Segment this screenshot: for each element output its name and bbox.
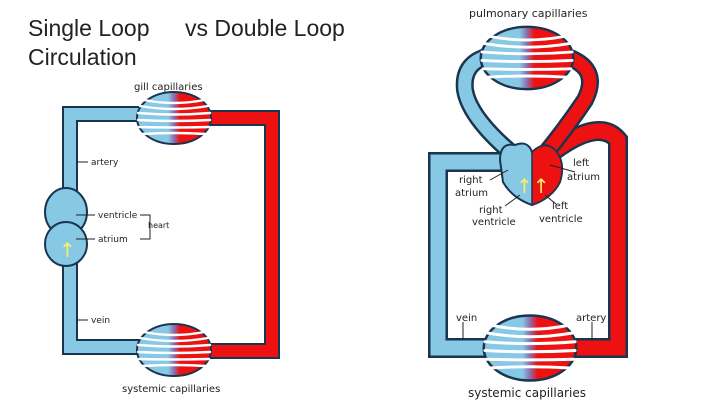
- label-double-systemic-capillaries: systemic capillaries: [468, 386, 586, 400]
- single-loop-diagram: ↑ gill capillaries artery ventricle hear…: [44, 82, 280, 395]
- label-single-artery: artery: [91, 158, 119, 168]
- label-right-ventricle-2: ventricle: [472, 217, 516, 228]
- single-flow-arrow: ↑: [59, 238, 76, 262]
- double-systemic-capillary-bed: [482, 314, 578, 382]
- label-double-vein: vein: [456, 313, 477, 324]
- label-right-ventricle-1: right: [479, 205, 503, 216]
- label-right-atrium-1: right: [459, 175, 483, 186]
- label-single-vein: vein: [91, 316, 110, 326]
- label-single-systemic-capillaries: systemic capillaries: [122, 384, 220, 395]
- label-heart: heart: [148, 221, 169, 230]
- label-left-ventricle-1: left: [552, 201, 568, 212]
- label-double-artery: artery: [576, 313, 606, 324]
- double-flow-arrows: ↑↑: [516, 174, 550, 198]
- single-systemic-capillary-bed: [135, 322, 213, 378]
- label-single-atrium: atrium: [98, 235, 128, 245]
- pulmonary-capillary-bed: [479, 25, 575, 91]
- title-vs-double-loop: vs Double Loop: [185, 15, 345, 41]
- single-atrium: [44, 221, 88, 267]
- gill-capillary-bed: [135, 90, 213, 146]
- label-left-ventricle-2: ventricle: [539, 214, 583, 225]
- title-circulation: Circulation: [28, 44, 137, 70]
- label-right-atrium-2: atrium: [455, 188, 488, 199]
- label-left-atrium-2: atrium: [567, 172, 600, 183]
- label-single-ventricle: ventricle: [98, 211, 138, 221]
- label-pulmonary-capillaries: pulmonary capillaries: [469, 7, 588, 20]
- double-loop-diagram: ↑↑ pulmonary capillaries right atrium le…: [428, 7, 628, 400]
- label-left-atrium-1: left: [573, 158, 589, 169]
- title-single-loop: Single Loop: [28, 15, 150, 41]
- label-gill-capillaries: gill capillaries: [134, 82, 203, 93]
- single-artery-vessel: [205, 110, 280, 359]
- slide-title: Single Loop Circulation vs Double Loop: [28, 14, 345, 72]
